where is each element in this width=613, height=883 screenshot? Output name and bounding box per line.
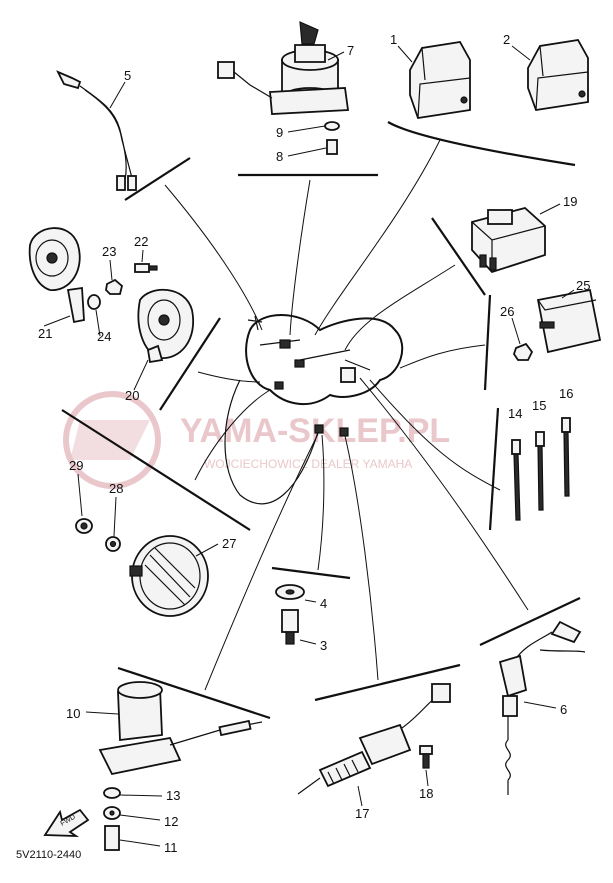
washer-part-13 — [103, 787, 121, 799]
washer-part-28 — [105, 536, 121, 552]
callout-25: 25 — [576, 278, 590, 293]
washer-part-4 — [275, 584, 305, 600]
switch-part-6 — [498, 620, 586, 795]
nut-part-23 — [105, 278, 124, 295]
nut-part-29 — [75, 518, 93, 534]
fwd-arrow-icon: FWD — [43, 808, 90, 838]
screw-part-14 — [511, 439, 521, 521]
switch-part-17 — [297, 683, 451, 795]
screw-part-18 — [419, 745, 433, 769]
bolt-part-8 — [326, 139, 338, 155]
switch-part-3 — [281, 609, 299, 645]
callout-17: 17 — [355, 806, 369, 821]
wire-harness — [224, 314, 404, 505]
callout-24: 24 — [97, 329, 111, 344]
callout-10: 10 — [66, 706, 80, 721]
bolt-part-22 — [134, 263, 158, 273]
callout-7: 7 — [347, 43, 354, 58]
washer-part-24 — [87, 294, 101, 310]
callout-5: 5 — [124, 68, 131, 83]
callout-18: 18 — [419, 786, 433, 801]
leader-lines — [164, 139, 529, 691]
screw-part-15 — [535, 431, 545, 511]
resistor-part-25 — [536, 288, 602, 354]
horn-part-20 — [137, 288, 195, 364]
callout-28: 28 — [109, 481, 123, 496]
nut-part-26 — [513, 342, 534, 361]
washer-part-9 — [324, 121, 340, 131]
callout-20: 20 — [125, 388, 139, 403]
callout-16: 16 — [559, 386, 573, 401]
callout-15: 15 — [532, 398, 546, 413]
callout-21: 21 — [38, 326, 52, 341]
callouts: 1 2 5 7 9 8 19 25 26 14 15 16 23 22 21 2… — [38, 32, 590, 855]
callout-4: 4 — [320, 596, 327, 611]
relay-part-1 — [409, 41, 471, 120]
callout-3: 3 — [320, 638, 327, 653]
callout-19: 19 — [563, 194, 577, 209]
group-brackets — [61, 121, 581, 720]
callout-1: 1 — [390, 32, 397, 47]
callout-27: 27 — [222, 536, 236, 551]
relay-part-2 — [527, 39, 589, 112]
main-switch-part-7 — [217, 21, 350, 115]
callout-14: 14 — [508, 406, 522, 421]
callout-29: 29 — [69, 458, 83, 473]
callout-26: 26 — [500, 304, 514, 319]
part-code: 5V2110-2440 — [16, 849, 81, 861]
bolt-part-11 — [104, 825, 120, 851]
callout-22: 22 — [134, 234, 148, 249]
watermark: YAMA-SKLEP.PL WOJCIECHOWICZ DEALER YAMAH… — [63, 391, 450, 489]
sensor-wire-part-5 — [56, 70, 137, 191]
callout-8: 8 — [276, 149, 283, 164]
callout-11: 11 — [164, 840, 178, 855]
flasher-relay-part-19 — [471, 207, 546, 274]
callout-23: 23 — [102, 244, 116, 259]
callout-6: 6 — [560, 702, 567, 717]
relay-part-10 — [98, 681, 263, 776]
screw-part-16 — [561, 417, 571, 497]
callout-13: 13 — [166, 788, 180, 803]
callout-2: 2 — [503, 32, 510, 47]
callout-9: 9 — [276, 125, 283, 140]
horn-part-21 — [28, 227, 85, 324]
watermark-subtitle: WOJCIECHOWICZ DEALER YAMAHA — [204, 457, 412, 471]
washer-part-12 — [103, 806, 121, 820]
callout-12: 12 — [164, 814, 178, 829]
reflector-part-27 — [129, 535, 209, 617]
